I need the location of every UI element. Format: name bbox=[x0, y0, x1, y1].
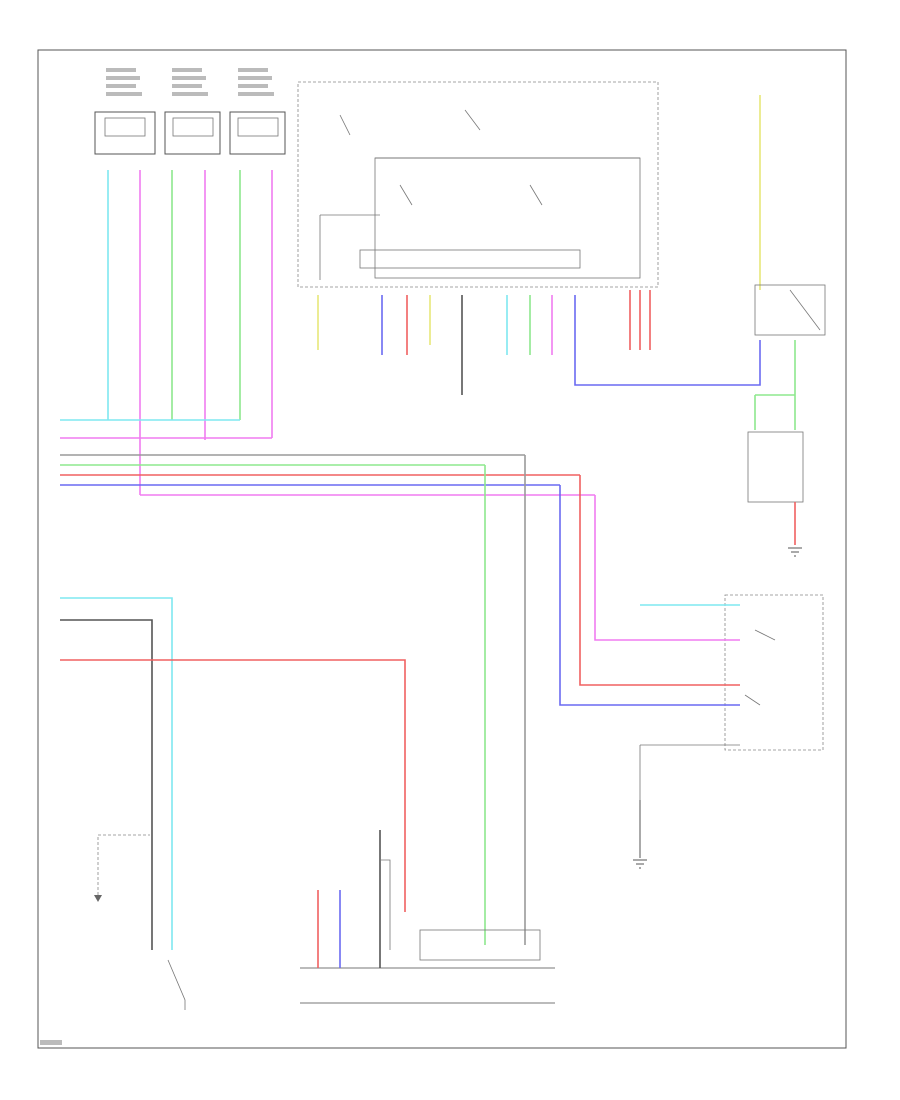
connector-symbol bbox=[94, 895, 102, 902]
diagram-frame bbox=[37, 49, 847, 1049]
corner-tag bbox=[40, 1040, 62, 1045]
switch-module-2 bbox=[164, 111, 221, 155]
switch-module-3 bbox=[229, 111, 286, 155]
central-control-unit bbox=[297, 81, 659, 288]
lower-left-wires bbox=[60, 455, 526, 950]
ground-symbol bbox=[788, 547, 802, 557]
right-lower-switch-module bbox=[559, 475, 824, 869]
right-top-module bbox=[747, 95, 826, 557]
module-wires bbox=[107, 170, 273, 495]
bus-lines bbox=[60, 419, 595, 496]
bottom-control-unit bbox=[167, 830, 555, 1010]
ground-symbol bbox=[633, 859, 647, 869]
switch-module-1 bbox=[94, 111, 156, 155]
central-connector-drops bbox=[317, 290, 761, 395]
top-left-switch-modules bbox=[94, 68, 286, 155]
